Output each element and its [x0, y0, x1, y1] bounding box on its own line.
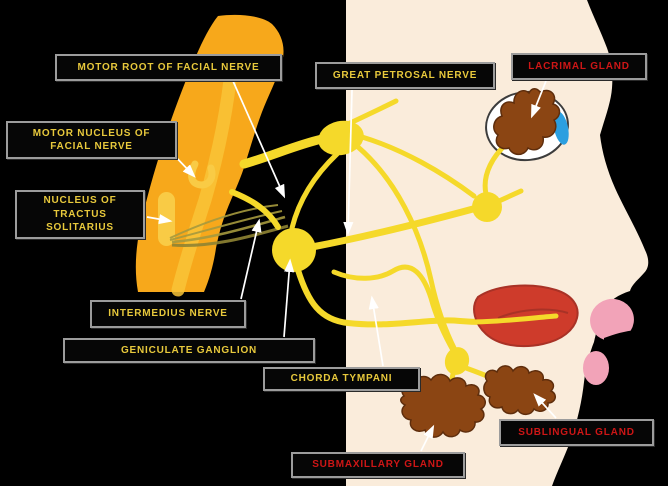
- chorda-tympani-wave-path: [331, 264, 457, 355]
- upper-lip: [590, 298, 634, 342]
- intermedius-nerve-path: [229, 189, 281, 230]
- facial-branch-descending: [355, 144, 458, 353]
- lingual-nerve-stub: [467, 313, 559, 325]
- arrow-motor-root: [232, 80, 286, 199]
- arrow-sublingual: [533, 393, 557, 419]
- pointer-arrows: [146, 80, 557, 452]
- arrow-tractus: [146, 214, 173, 225]
- arrow-lacrimal: [531, 80, 547, 119]
- lacrimal-gland-shape: [493, 88, 561, 156]
- label-motor-nucleus: MOTOR NUCLEUS OF FACIAL NERVE: [6, 121, 177, 159]
- label-sublingual: SUBLINGUAL GLAND: [499, 419, 654, 446]
- glands: [400, 88, 561, 438]
- mouth-opening: [604, 328, 660, 358]
- face-silhouette: [346, 0, 649, 486]
- arrow-submaxillary: [420, 424, 435, 452]
- pterygopalatine-ganglion-node: [472, 192, 502, 222]
- nerve-nodes: [272, 120, 502, 375]
- geniculate-ganglion-node: [272, 228, 316, 272]
- arrow-chorda: [368, 295, 384, 367]
- submaxillary-gland-shape: [400, 373, 486, 438]
- iris: [553, 111, 569, 145]
- facial-nerve-trunk: [239, 134, 327, 169]
- label-chorda-tympani: CHORDA TYMPANI: [263, 367, 420, 391]
- label-intermedius: INTERMEDIUS NERVE: [90, 300, 246, 328]
- great-petrosal-nerve-path: [308, 205, 477, 251]
- label-geniculate: GENICULATE GANGLION: [63, 338, 315, 363]
- label-great-petrosal: GREAT PETROSAL NERVE: [315, 62, 495, 89]
- nasal-stub: [496, 188, 524, 204]
- facial-canal-band: [171, 55, 239, 297]
- label-lacrimal: LACRIMAL GLAND: [511, 53, 647, 80]
- arrow-geniculate: [283, 258, 295, 338]
- internal-genu-node: [318, 120, 364, 156]
- arrow-intermedius: [240, 218, 262, 300]
- arrow-great-petrosal: [343, 89, 354, 236]
- facial-branch-temporal: [345, 98, 399, 127]
- tongue: [467, 284, 579, 348]
- genu-to-geniculate: [289, 151, 340, 231]
- facial-branch-zygomatic: [359, 134, 477, 199]
- label-tractus-solitarius: NUCLEUS OF TRACTUS SOLITARIUS: [15, 190, 145, 239]
- submandibular-ganglion-node: [444, 347, 470, 375]
- label-motor-root: MOTOR ROOT OF FACIAL NERVE: [55, 54, 282, 81]
- label-submaxillary: SUBMAXILLARY GLAND: [291, 452, 465, 478]
- lower-lip: [583, 351, 609, 385]
